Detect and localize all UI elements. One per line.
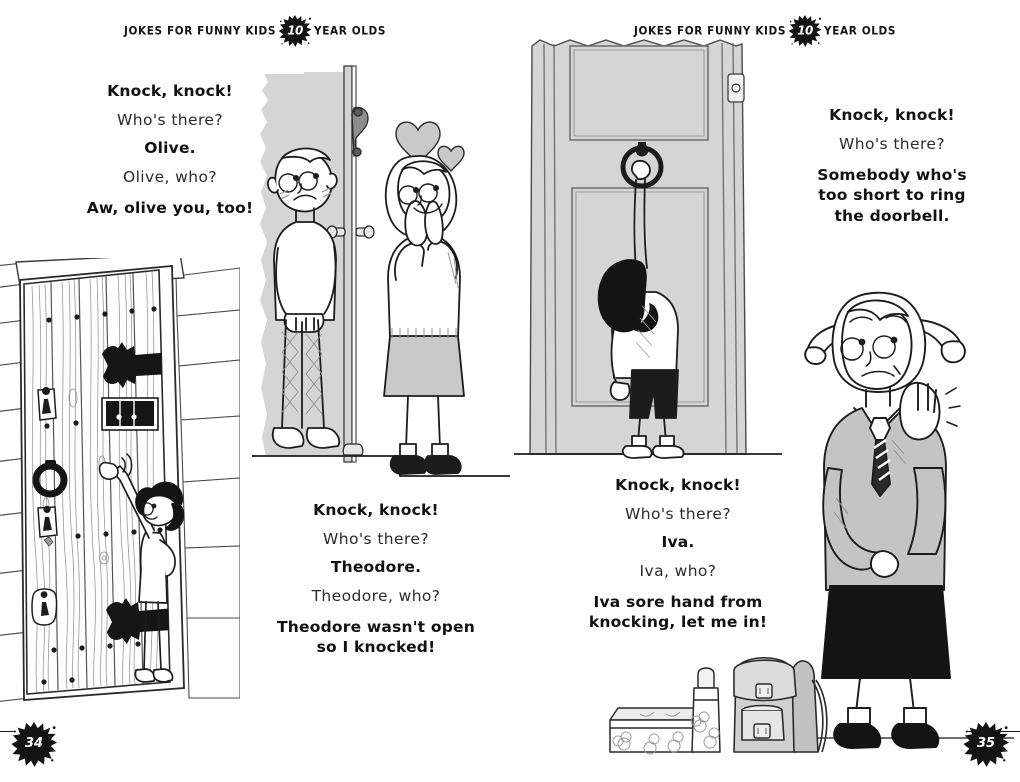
joke-line: Theodore.	[330, 558, 422, 576]
joke-line: Olive, who?	[123, 167, 217, 186]
joke-line: Knock, knock!	[829, 106, 955, 124]
joke-somebody: Knock, knock! Who's there? Somebody who'…	[782, 106, 1002, 226]
joke-line: Iva.	[661, 533, 695, 551]
joke-line: Who's there?	[839, 134, 945, 153]
joke-line: Iva, who?	[639, 561, 717, 580]
joke-theodore: Knock, knock! Who's there? Theodore. The…	[258, 501, 494, 658]
joke-line: Theodore, who?	[311, 586, 441, 605]
running-head-prefix: JOKES FOR FUNNY KIDS	[123, 24, 277, 38]
joke-line: Who's there?	[625, 504, 731, 523]
illustration-schoolgirl	[786, 268, 1014, 762]
joke-line: Olive.	[144, 139, 196, 157]
page-number-text: 34	[24, 735, 44, 751]
age-splat-icon: 10	[278, 14, 312, 48]
illustration-stone-door	[0, 258, 240, 710]
page-number-left: 34	[8, 720, 60, 768]
page-number-rule-left	[0, 730, 16, 732]
running-head-suffix: YEAR OLDS	[824, 24, 896, 38]
joke-line: Who's there?	[117, 110, 223, 129]
joke-line: Who's there?	[323, 529, 429, 548]
age-splat-icon: 10	[788, 14, 822, 48]
joke-olive: Knock, knock! Who's there? Olive. Olive,…	[60, 82, 280, 218]
joke-line: Knock, knock!	[107, 82, 233, 100]
illustration-short-kid	[514, 30, 782, 488]
page-number-text: 35	[976, 735, 996, 751]
illustration-couple-door	[252, 52, 510, 482]
age-number: 10	[797, 23, 813, 38]
page-number-right: 35	[960, 720, 1012, 768]
joke-punchline: Somebody who's too short to ring the doo…	[817, 166, 967, 225]
joke-line: Knock, knock!	[615, 476, 741, 494]
age-number: 10	[287, 23, 303, 38]
joke-punchline: Aw, olive you, too!	[86, 199, 254, 217]
illustration-bag-group	[596, 628, 832, 772]
joke-iva: Knock, knock! Who's there? Iva. Iva, who…	[562, 476, 794, 633]
joke-punchline: Theodore wasn't open so I knocked!	[277, 618, 475, 657]
joke-line: Knock, knock!	[313, 501, 439, 519]
running-head-suffix: YEAR OLDS	[314, 24, 386, 38]
joke-punchline: Iva sore hand from knocking, let me in!	[588, 593, 768, 632]
running-head-left: JOKES FOR FUNNY KIDS 10 YEAR OLDS	[0, 14, 510, 48]
